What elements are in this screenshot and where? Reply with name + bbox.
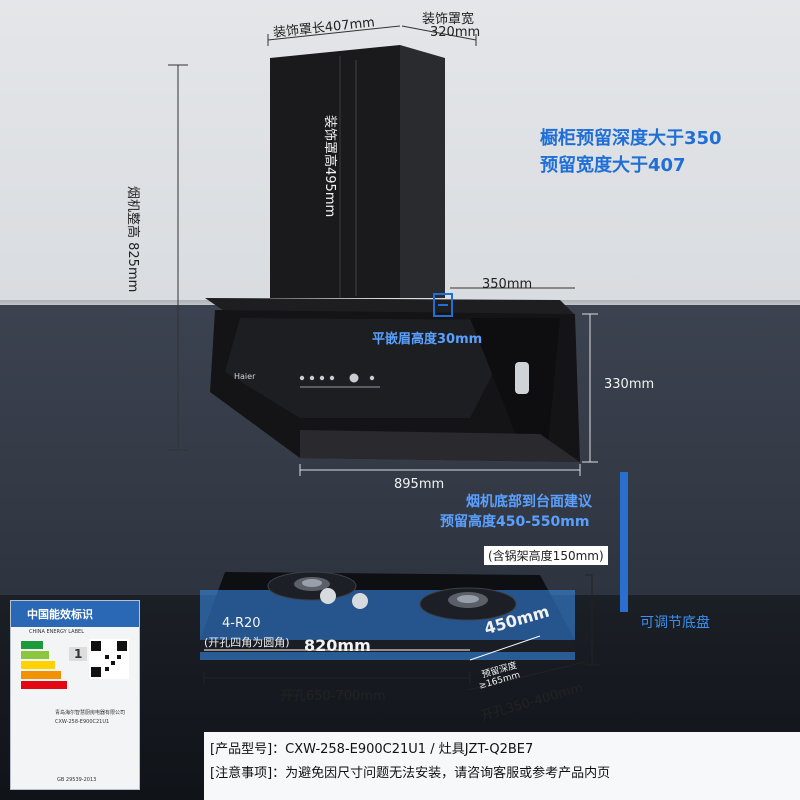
corner-radius-label: 4-R20 — [222, 616, 261, 631]
hood-height-label: 烟机整高 825mm — [125, 186, 140, 293]
knob-left — [320, 588, 336, 604]
energy-label-title: 中国能效标识 — [27, 608, 93, 621]
cover-width-label: 装饰罩宽 — [422, 12, 475, 27]
height-330-label: 330mm — [604, 377, 655, 392]
energy-label-subtitle: CHINA ENERGY LABEL — [29, 629, 84, 635]
adjustable-base-label: 可调节底盘 — [640, 615, 710, 631]
hood-control-panel — [299, 373, 380, 388]
flush-height-label: 平嵌眉高度30mm — [372, 332, 483, 347]
depth-350-label: 350mm — [482, 277, 533, 292]
cover-height-label: 装饰罩高495mm — [322, 115, 337, 218]
install-height-bar — [620, 472, 628, 612]
hood-top-plate — [205, 298, 575, 315]
decorative-cover-side — [400, 45, 445, 298]
knob-right — [352, 593, 368, 609]
model-line: [产品型号]：CXW-258-E900C21U1 / 灶具JZT-Q2BE7 — [210, 742, 534, 757]
decorative-cover-front — [270, 45, 400, 298]
burner-left — [267, 571, 357, 601]
energy-grade: 1 — [69, 647, 88, 661]
corner-note-label: (开孔四角为圆角) — [204, 636, 290, 649]
energy-model: CXW-258-E900C21U1 — [55, 719, 110, 725]
hood-logo: Haier — [234, 372, 256, 381]
cover-width-value: 320mm — [430, 25, 481, 40]
energy-grade-bars — [21, 641, 67, 689]
notice-line: [注意事项]：为避免因尺寸问题无法安装，请咨询客服或参考产品内页 — [210, 766, 611, 781]
hood-glass-panel — [225, 318, 520, 418]
stove-width-label: 820mm — [304, 636, 371, 655]
cabinet-note-width: 预留宽度大于407 — [540, 155, 686, 176]
install-note-2: 预留高度450-550mm — [440, 514, 590, 530]
cutout-width-label: 开孔650-700mm — [280, 689, 386, 704]
cabinet-note-depth: 橱柜预留深度大于350 — [540, 128, 722, 149]
energy-label: 中国能效标识 CHINA ENERGY LABEL 1 青岛海尔智慧厨房电器有限… — [10, 600, 140, 790]
hood-base-strip — [300, 430, 580, 462]
product-info-box — [204, 732, 800, 800]
burner-right — [419, 587, 517, 621]
install-note-1: 烟机底部到台面建议 — [466, 494, 592, 510]
hood-light-strip — [515, 362, 529, 394]
install-note-3: (含锅架高度150mm) — [484, 546, 608, 565]
energy-standard: GB 29539-2013 — [57, 777, 97, 783]
qr-code-icon — [89, 639, 129, 679]
width-895-label: 895mm — [394, 477, 445, 492]
energy-company: 青岛海尔智慧厨房电器有限公司 — [55, 710, 126, 716]
